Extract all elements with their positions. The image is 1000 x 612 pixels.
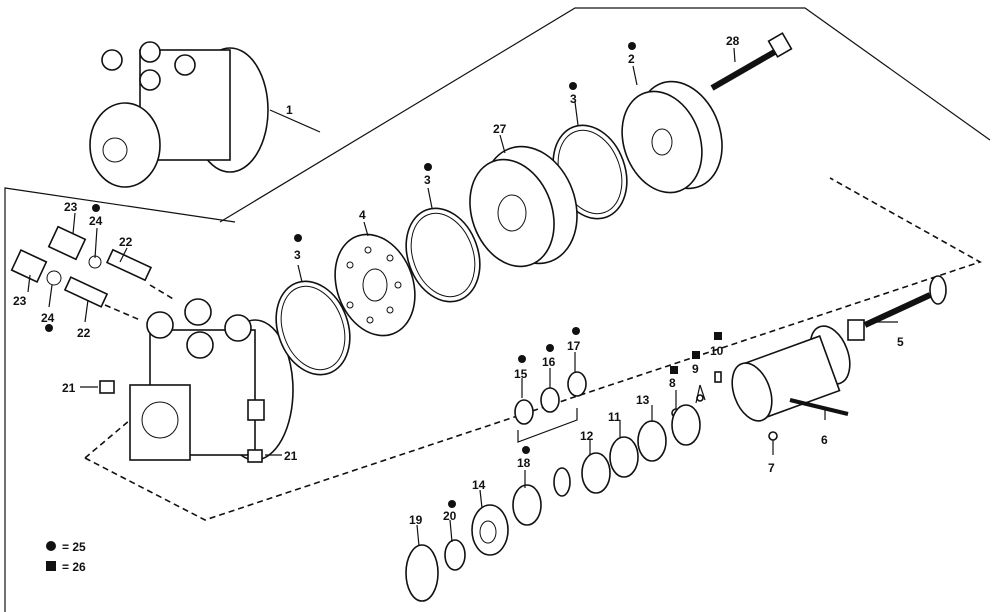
o-ring-3-left xyxy=(275,280,351,376)
circle-markers xyxy=(45,42,636,508)
inner-kit-dashed-outline xyxy=(84,177,982,521)
label-part-13: 13 xyxy=(636,393,650,407)
washer-12 xyxy=(581,452,611,494)
label-part-3-middle: 3 xyxy=(424,173,431,187)
relief-valve-upper xyxy=(47,225,153,282)
snap-ring xyxy=(671,404,701,446)
end-cap-2 xyxy=(621,80,723,194)
ring-17 xyxy=(567,371,587,397)
seal-14 xyxy=(471,504,509,556)
left-assembly-outline xyxy=(4,187,236,612)
label-part-7: 7 xyxy=(768,461,775,475)
label-part-27: 27 xyxy=(493,122,507,136)
bearing-11 xyxy=(609,436,639,478)
spool-5 xyxy=(847,275,947,341)
label-part-15: 15 xyxy=(514,367,528,381)
label-part-8: 8 xyxy=(669,376,676,390)
label-part-11: 11 xyxy=(608,410,621,424)
label-part-23-upper: 23 xyxy=(64,200,78,214)
label-part-1: 1 xyxy=(286,103,293,117)
distributor-plate-4 xyxy=(334,233,416,337)
label-part-21-upper: 21 xyxy=(62,381,76,395)
housing-drawing xyxy=(129,298,294,461)
label-part-22-lower: 22 xyxy=(77,326,91,340)
part-10 xyxy=(714,371,722,383)
gear-set-27 xyxy=(469,145,578,268)
ball-7 xyxy=(768,431,778,441)
label-part-9: 9 xyxy=(692,362,699,376)
label-part-24-lower: 24 xyxy=(41,311,55,325)
legend-circle-text: = 25 xyxy=(62,540,86,554)
complete-unit-drawing xyxy=(89,41,269,188)
seal-ring xyxy=(553,467,571,497)
legend-circle-icon xyxy=(46,541,56,551)
pin-6 xyxy=(789,398,849,416)
washer-13 xyxy=(637,420,667,462)
o-ring-3-middle xyxy=(405,207,481,303)
legend-square-icon xyxy=(46,561,56,571)
label-part-3-right: 3 xyxy=(570,92,577,106)
inner-kit-dashed-outline-left xyxy=(84,419,131,459)
plug-21-lower xyxy=(247,449,263,463)
ring-20 xyxy=(444,539,466,571)
relief-valve-lower xyxy=(10,249,109,308)
spool-sleeve xyxy=(731,325,851,422)
leader-lines xyxy=(27,47,898,547)
label-part-12: 12 xyxy=(580,429,594,443)
label-part-22-upper: 22 xyxy=(119,235,133,249)
label-part-24-upper: 24 xyxy=(89,214,103,228)
bracket-15-17 xyxy=(517,408,578,443)
seal-18 xyxy=(512,484,542,526)
plug-21-upper xyxy=(99,380,115,394)
label-part-20: 20 xyxy=(443,509,457,523)
square-markers xyxy=(670,332,722,374)
ring-16 xyxy=(540,387,560,413)
top-assembly-outline xyxy=(219,7,991,223)
label-part-3-left: 3 xyxy=(294,248,301,262)
legend-square-text: = 26 xyxy=(62,560,86,574)
label-part-16: 16 xyxy=(542,355,556,369)
label-part-5: 5 xyxy=(897,335,904,349)
ring-15 xyxy=(514,399,534,425)
snap-ring-19 xyxy=(405,544,439,602)
bolt-28 xyxy=(710,32,793,91)
label-part-21-lower: 21 xyxy=(284,449,298,463)
label-part-18: 18 xyxy=(517,456,531,470)
label-part-19: 19 xyxy=(409,513,423,527)
label-part-4: 4 xyxy=(359,208,366,222)
label-part-23-lower: 23 xyxy=(13,294,27,308)
label-part-10: 10 xyxy=(710,344,724,358)
label-part-17: 17 xyxy=(567,339,581,353)
legend: = 25 = 26 xyxy=(46,540,86,574)
label-part-2: 2 xyxy=(628,52,635,66)
label-part-28: 28 xyxy=(726,34,740,48)
label-part-14: 14 xyxy=(472,478,486,492)
label-part-6: 6 xyxy=(821,433,828,447)
